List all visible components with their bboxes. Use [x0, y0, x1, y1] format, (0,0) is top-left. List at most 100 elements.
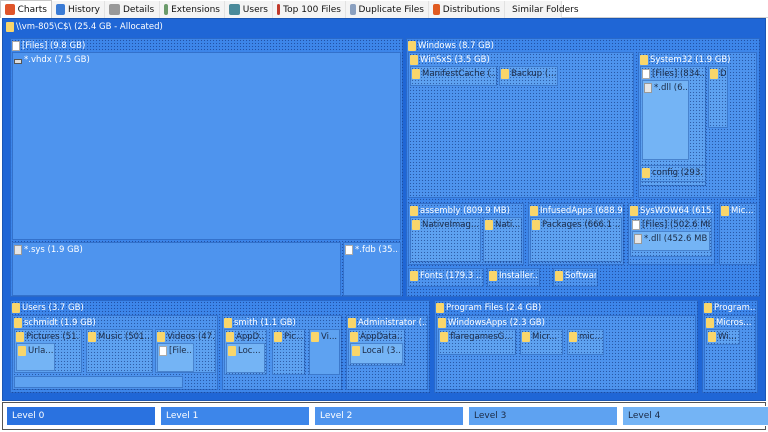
folder-tile[interactable]: Micros... [704, 315, 756, 390]
tile-text: InfusedApps (688.9... [540, 206, 622, 216]
folder-tile[interactable]: D [708, 66, 728, 128]
tab-label: Top 100 Files [283, 4, 341, 15]
folder-icon [642, 168, 650, 178]
tab-label: Distributions [442, 4, 500, 15]
tile-text: Nati... [495, 220, 520, 230]
folder-icon [485, 220, 493, 230]
tab-label: Charts [17, 4, 47, 15]
folder-tile[interactable]: Mic... [719, 203, 757, 265]
tile-label: WinSxS (3.5 GB) [410, 54, 632, 66]
folder-tile[interactable]: flaregamesG... [438, 329, 516, 355]
file-tile[interactable]: *.sys (1.9 GB) [12, 242, 341, 296]
tab-history[interactable]: History [52, 1, 105, 18]
tile-label: Administrator (... [348, 317, 426, 329]
folder-tile[interactable]: Nati... [483, 217, 522, 262]
tile-label: Backup (... [501, 68, 556, 80]
folder-tile[interactable]: Backup (... [499, 66, 558, 86]
file-tile[interactable]: *.fdb (35... [343, 242, 401, 296]
tile-text: *.vhdx (7.5 GB) [24, 55, 90, 65]
file-tile[interactable]: *.dll (6... [642, 80, 689, 160]
folder-icon [721, 206, 729, 216]
tile-text: Windows (8.7 GB) [418, 41, 494, 51]
tile-text: Pic... [284, 332, 303, 342]
tab-top-100-files[interactable]: Top 100 Files [273, 1, 346, 18]
tile-text: Program Files (2.4 GB) [446, 303, 542, 313]
area-chart-icon [56, 4, 65, 15]
file-tile[interactable]: [File... [157, 343, 194, 372]
tile-label: ManifestCache (... [412, 68, 495, 80]
folder-icon [88, 332, 96, 342]
folder-tile[interactable]: config (293... [640, 165, 706, 182]
folder-tile[interactable]: Micr... [520, 329, 563, 355]
folder-tile[interactable]: Wi... [706, 329, 740, 345]
tab-distributions[interactable]: Distributions [429, 1, 505, 18]
tile-text: AppData... [360, 332, 403, 342]
folder-tile[interactable]: Packages (666.1 ... [530, 217, 622, 262]
folder-tile[interactable]: Urla... [16, 343, 55, 371]
folder-tile[interactable]: Local (3... [350, 343, 403, 364]
folder-tile[interactable]: Softwar... [553, 268, 598, 287]
folder-tile[interactable]: Fonts (179.3 ... [408, 268, 484, 287]
top-files-icon [277, 4, 281, 15]
tile-label: System32 (1.9 GB) [640, 54, 755, 66]
tile-label: Urla... [18, 345, 53, 357]
tile-label: *.dll (6... [644, 82, 687, 94]
folder-icon [412, 220, 420, 230]
tile-label: Pic... [274, 331, 303, 343]
tile-text: Backup (... [511, 69, 556, 79]
folder-icon [630, 206, 638, 216]
tile-text: Administrator (... [358, 318, 426, 328]
tab-extensions[interactable]: Extensions [160, 1, 225, 18]
tile-text: Softwar... [565, 271, 596, 281]
tile-label: WindowsApps (2.3 GB) [438, 317, 694, 329]
file-icon [12, 41, 20, 51]
folder-icon [228, 346, 236, 356]
tile-text: NativeImag... [422, 220, 479, 230]
folder-icon [274, 332, 282, 342]
tile-label: *.sys (1.9 GB) [14, 244, 339, 256]
tile-label: assembly (809.9 MB) [410, 205, 522, 217]
tile-label: *.dll (452.6 MB) [634, 233, 708, 245]
tile-label: Packages (666.1 ... [532, 219, 620, 231]
folder-icon [352, 346, 360, 356]
file-tile[interactable]: *.vhdx (7.5 GB) [12, 52, 401, 240]
file-tile[interactable]: *.dll (452.6 MB) [632, 231, 710, 251]
folder-icon [710, 69, 718, 79]
tab-users[interactable]: Users [225, 1, 273, 18]
folder-tile[interactable]: Pic... [272, 329, 305, 375]
folder-icon [226, 332, 234, 342]
tile-label: Users (3.7 GB) [12, 302, 428, 314]
folder-tile[interactable]: ManifestCache (... [410, 66, 497, 86]
tab-label: Duplicate Files [358, 4, 425, 15]
tab-label: Similar Folders [512, 4, 579, 15]
folder-icon [408, 41, 416, 51]
tile-text: smith (1.1 GB) [234, 318, 296, 328]
tile-text: Vi... [321, 332, 338, 342]
tab-label: Users [242, 4, 268, 15]
folder-tile[interactable]: Vi... [309, 329, 340, 375]
tab-similar-folders[interactable]: Similar Folders [505, 1, 579, 18]
tab-details[interactable]: Details [105, 1, 160, 18]
file-icon [632, 220, 640, 230]
file-tile[interactable] [14, 376, 183, 388]
tile-label: mic... [569, 331, 602, 343]
folder-icon [410, 271, 418, 281]
root-path: \\vm-805\C$\ (25.4 GB - Allocated) [16, 22, 163, 32]
dll-icon [644, 83, 652, 93]
tile-text: Videos (47... [167, 332, 214, 342]
tile-text: [Files] (834... [652, 69, 704, 79]
folder-tile[interactable]: mic... [567, 329, 604, 355]
folder-tile[interactable]: NativeImag... [410, 217, 481, 262]
tab-duplicate-files[interactable]: Duplicate Files [346, 1, 429, 18]
folder-icon [569, 332, 577, 342]
folder-tile[interactable]: Music (501... [86, 329, 153, 373]
folder-tile[interactable]: Loc... [226, 343, 265, 373]
tile-text: System32 (1.9 GB) [650, 55, 731, 65]
tile-text: *.sys (1.9 GB) [24, 245, 83, 255]
users-icon [229, 4, 240, 15]
tile-text: [File... [169, 346, 192, 356]
tab-charts[interactable]: Charts [0, 0, 52, 18]
folder-tile[interactable]: Installer... [487, 268, 540, 287]
folder-icon [704, 303, 712, 313]
